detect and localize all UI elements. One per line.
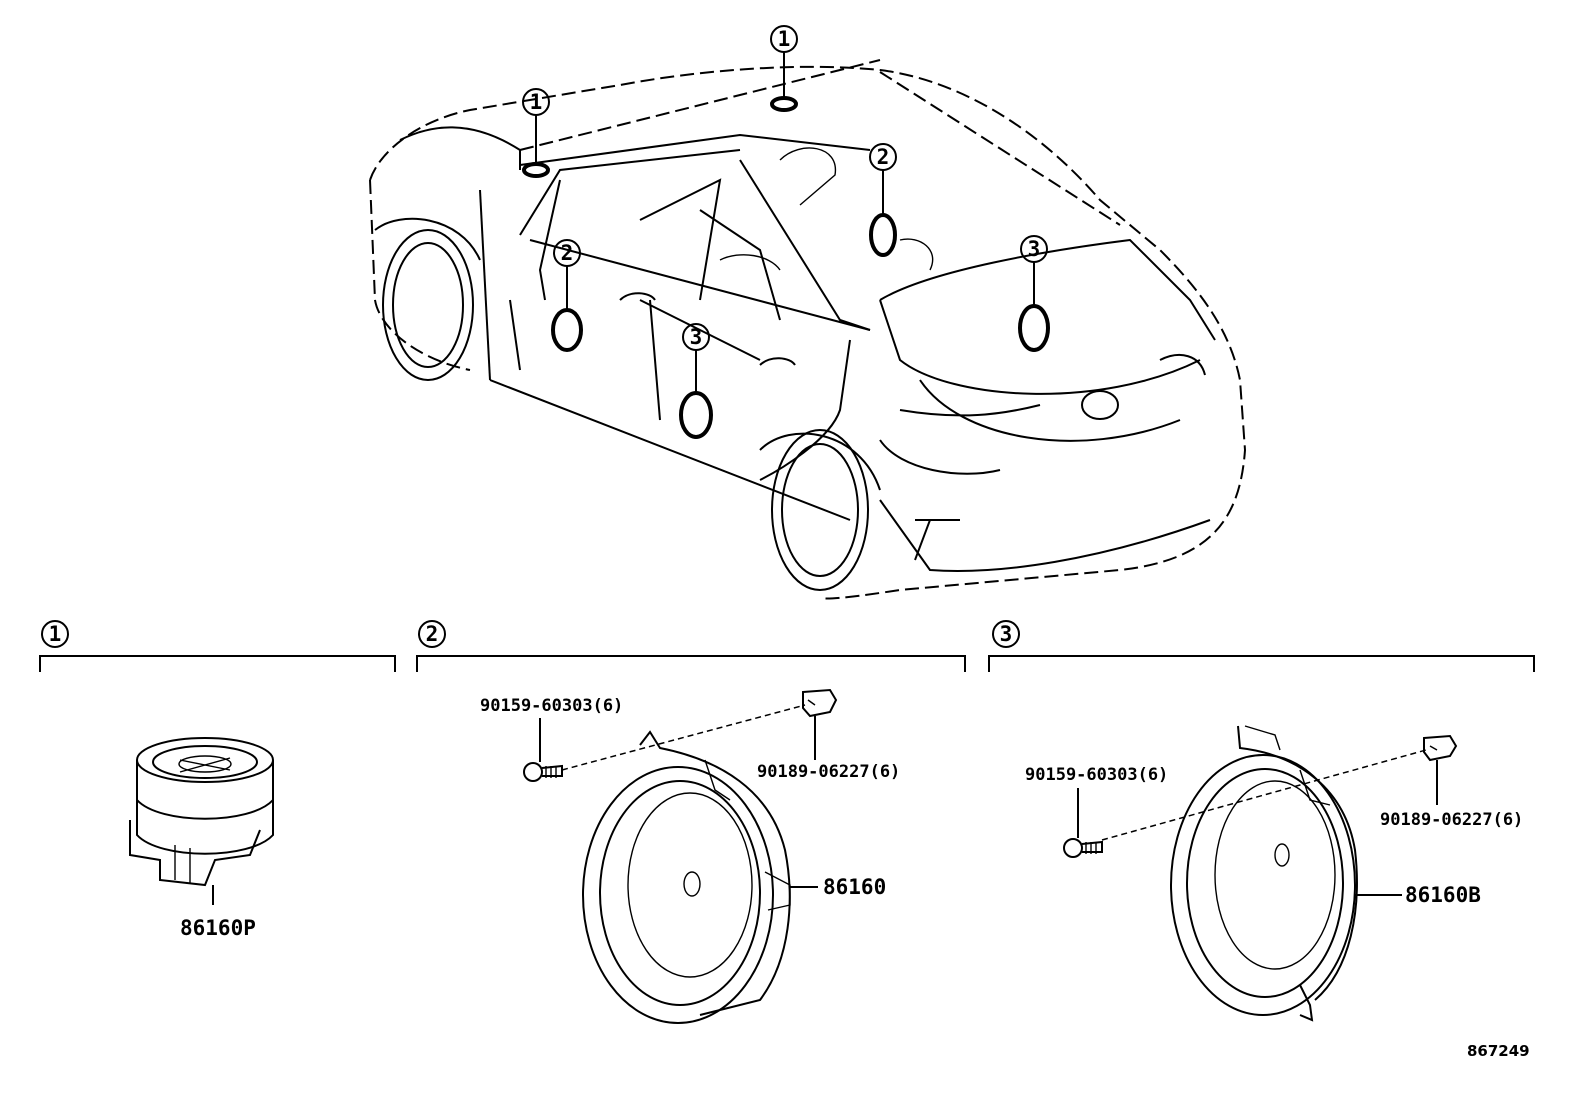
- callout-2-left: 2: [553, 239, 581, 267]
- callout-3-right: 3: [1020, 235, 1048, 263]
- rear-speaker-location-left: [679, 391, 713, 439]
- rear-speaker-illustration: [1170, 725, 1358, 1022]
- diagram-reference-number: 867249: [1467, 1042, 1530, 1060]
- part-number-rear-screw: 90159-60303(6): [1025, 765, 1168, 785]
- clip-icon: [1423, 734, 1458, 762]
- svg-text:2: 2: [877, 145, 890, 169]
- part-number-86160: 86160: [823, 875, 886, 899]
- svg-text:1: 1: [530, 90, 543, 114]
- section-front-speaker: 2 90159-60303(6) 90189-06227(6): [416, 620, 966, 1024]
- part-number-86160p: 86160P: [180, 916, 256, 940]
- screw-icon: [1063, 838, 1103, 858]
- section-rear-speaker: 3 90159-60303(6) 90189-06227(6): [988, 620, 1535, 1022]
- callout-3-left: 3: [682, 323, 710, 351]
- front-speaker-location-right: [869, 213, 897, 257]
- clip-icon: [802, 688, 838, 718]
- svg-text:3: 3: [690, 325, 703, 349]
- section-marker-2: 2: [426, 622, 439, 646]
- section-tweeter: 1 86160P: [39, 620, 396, 940]
- screw-icon: [523, 762, 563, 782]
- front-speaker-illustration: [582, 730, 791, 1024]
- callout-1-right: 1: [770, 25, 798, 53]
- part-number-86160b: 86160B: [1405, 883, 1481, 907]
- svg-text:3: 3: [1028, 237, 1041, 261]
- section-marker-3: 3: [1000, 622, 1013, 646]
- section-bracket-1: [39, 655, 396, 672]
- part-number-front-clip: 90189-06227(6): [757, 762, 900, 782]
- tweeter-location-left: [522, 162, 550, 178]
- front-speaker-location-left: [551, 308, 583, 352]
- callout-2-right: 2: [869, 143, 897, 171]
- tweeter-location-right: [770, 96, 798, 112]
- tweeter-illustration: [129, 737, 274, 887]
- part-number-front-screw: 90159-60303(6): [480, 696, 623, 716]
- section-bracket-3: [988, 655, 1535, 672]
- section-marker-1: 1: [49, 622, 62, 646]
- callout-1-left: 1: [522, 88, 550, 116]
- section-bracket-2: [416, 655, 966, 672]
- car-illustration: 1 1 2 2 3 3: [369, 25, 1247, 600]
- rear-speaker-location-right: [1018, 304, 1050, 352]
- svg-text:2: 2: [561, 241, 574, 265]
- svg-text:1: 1: [778, 27, 791, 51]
- part-number-rear-clip: 90189-06227(6): [1380, 810, 1523, 830]
